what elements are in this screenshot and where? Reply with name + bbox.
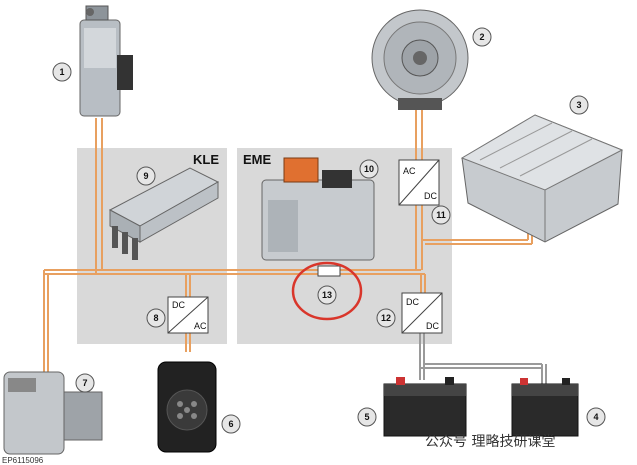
callout-9: 9 [136,166,156,186]
converter-eme-dc-dc: DC DC [401,292,443,334]
callout-2: 2 [472,27,492,47]
motor-image [371,9,469,110]
callout-6: 6 [221,414,241,434]
lv-wiring [419,333,547,385]
svg-text:3: 3 [576,100,581,110]
svg-text:DC: DC [406,297,419,307]
svg-text:4: 4 [593,412,598,422]
svg-text:2: 2 [479,32,484,42]
svg-text:AC: AC [403,166,416,176]
svg-text:7: 7 [82,378,87,388]
callout-8: 8 [146,308,166,328]
svg-text:DC: DC [172,300,185,310]
hv-battery-image [460,114,624,243]
figure-code: EP6115096 [2,456,44,465]
svg-text:9: 9 [143,171,148,181]
highlight-circle [291,261,363,321]
svg-text:8: 8 [153,313,158,323]
callout-4: 4 [586,407,606,427]
callout-7: 7 [75,373,95,393]
callout-12: 12 [376,308,396,328]
svg-text:10: 10 [364,164,374,174]
svg-text:6: 6 [228,419,233,429]
main-battery-image [383,377,467,437]
callout-1: 1 [52,62,72,82]
converter-eme-ac-dc: AC DC [398,159,440,206]
heater-image [79,5,133,117]
svg-text:1: 1 [59,67,64,77]
converter-kle-dc-ac: DC AC [167,296,209,334]
eme-box-title: EME [243,152,272,167]
callout-10: 10 [359,159,379,179]
callout-11: 11 [431,205,451,225]
svg-text:5: 5 [364,412,369,422]
fuse-13 [291,261,363,321]
svg-text:AC: AC [194,321,207,331]
kle-unit-image [108,167,220,260]
callout-3: 3 [569,95,589,115]
charging-socket-image [157,361,217,453]
watermark: 公众号 理略技研课堂 [425,434,555,450]
callout-13: 13 [317,285,337,305]
svg-text:11: 11 [436,210,446,220]
kle-box-title: KLE [193,152,219,167]
aux-battery-image [511,378,579,437]
callout-5: 5 [357,407,377,427]
eme-unit-image [261,157,375,261]
svg-text:DC: DC [424,191,437,201]
ac-compressor-image [3,371,103,455]
svg-text:13: 13 [322,290,332,300]
hv-cables [43,108,533,372]
svg-text:DC: DC [426,321,439,331]
svg-text:12: 12 [381,313,391,323]
